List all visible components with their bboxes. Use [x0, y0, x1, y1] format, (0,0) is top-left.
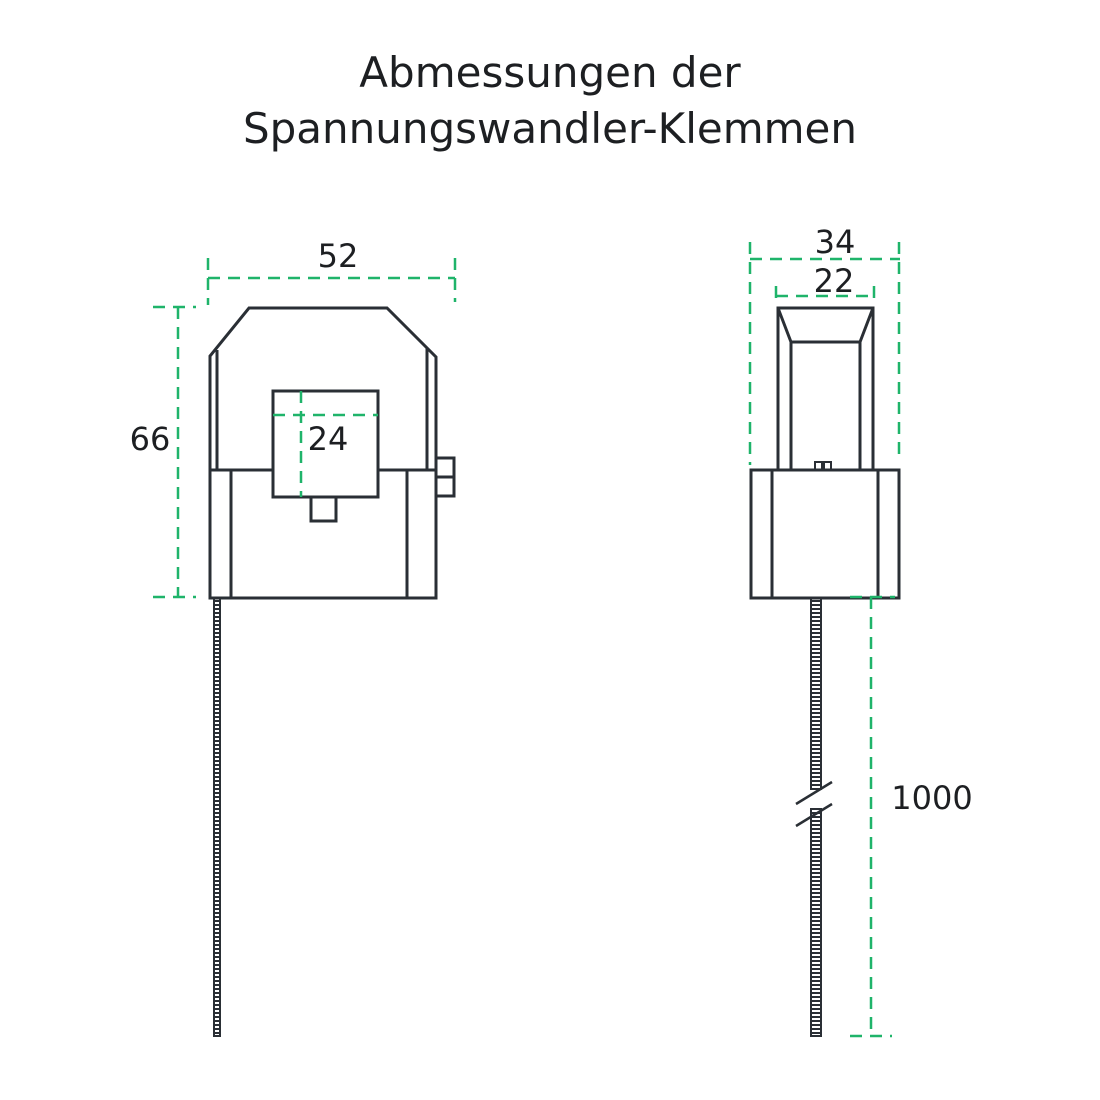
cable-break-gap	[800, 790, 832, 808]
title-line-1: Abmessungen der	[359, 48, 741, 97]
label-depth: 34	[815, 223, 856, 261]
cable-break-icon	[795, 780, 833, 806]
label-cable-length: 1000	[891, 779, 972, 817]
front-clamp-outline	[208, 306, 438, 598]
front-dimensions	[153, 258, 457, 599]
title-line-2: Spannungswandler-Klemmen	[242, 104, 858, 153]
label-width: 52	[318, 237, 359, 275]
side-view-clamp	[749, 306, 901, 1037]
front-view-clamp	[208, 306, 456, 1037]
side-clamp-body	[749, 468, 901, 600]
label-opening: 24	[308, 420, 349, 458]
side-clamp-inner	[776, 307, 875, 470]
label-inner-depth: 22	[814, 262, 855, 300]
label-height: 66	[130, 420, 171, 458]
front-clamp-tab	[309, 495, 338, 523]
side-dimensions	[748, 242, 901, 1038]
